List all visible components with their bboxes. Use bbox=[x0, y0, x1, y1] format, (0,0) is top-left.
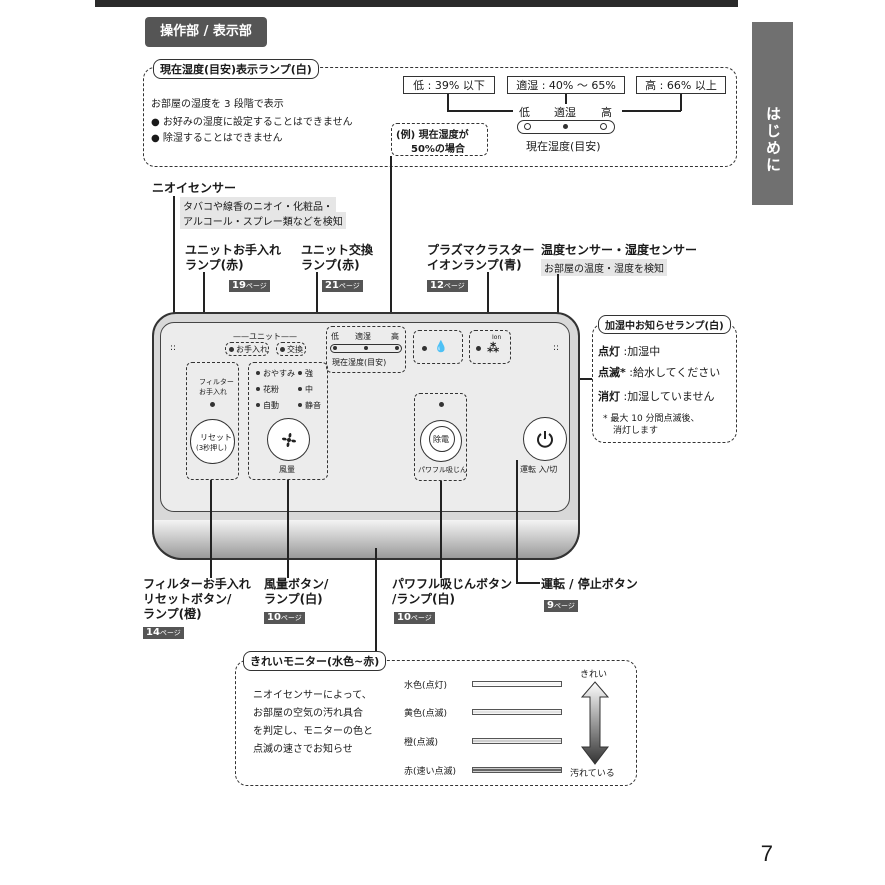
monitor-row-3: 橙(点滅) bbox=[404, 738, 439, 748]
example-line-1: (例) 現在湿度が bbox=[396, 130, 469, 141]
humidify-lamp: 💧 bbox=[413, 330, 463, 364]
plasma-label-1: プラズマクラスター bbox=[427, 243, 535, 257]
odor-desc-1: タバコや線香のニオイ・化粧品・ bbox=[180, 197, 336, 214]
section-title: 操作部 / 表示部 bbox=[145, 17, 267, 47]
monitor-bar-4 bbox=[472, 767, 562, 773]
monitor-box bbox=[235, 660, 637, 786]
monitor-desc-4: 点滅の速さでお知らせ bbox=[253, 744, 353, 755]
dirty-label: 汚れている bbox=[570, 769, 615, 779]
monitor-title: きれいモニター(水色~赤) bbox=[243, 651, 387, 671]
page-number: 7 bbox=[760, 841, 773, 866]
unit-replace-label-1: ユニット交換 bbox=[301, 243, 374, 257]
high-range-box: 高 : 66% 以上 bbox=[636, 76, 726, 94]
powerful-suction-button[interactable]: 除電 bbox=[420, 420, 462, 462]
powerful-label-1: パワフル吸じんボタン bbox=[392, 577, 513, 591]
monitor-row-1: 水色(点灯) bbox=[404, 681, 448, 691]
fan-label-1: 風量ボタン/ bbox=[264, 577, 329, 591]
humidity-lamp-box bbox=[143, 67, 737, 167]
up-down-arrow-icon bbox=[580, 681, 610, 765]
chapter-tab: はじめに bbox=[752, 22, 793, 205]
odor-sensor-mark: :: bbox=[170, 343, 177, 353]
fan-speed-group: おやすみ 強 花粉 中 自動 静音 風量 bbox=[248, 362, 328, 480]
humidity-lamp-title: 現在湿度(目安)表示ランプ(白) bbox=[153, 59, 319, 79]
unit-header: ——ユニット—— bbox=[233, 332, 297, 341]
ion-icon: ⁂ bbox=[487, 341, 500, 355]
example-box bbox=[391, 123, 488, 156]
monitor-desc-3: を判定し、モニターの色と bbox=[253, 726, 373, 737]
monitor-bar-2 bbox=[472, 709, 562, 715]
unit-care-label-1: ユニットお手入れ bbox=[185, 243, 282, 257]
top-rule bbox=[95, 0, 738, 7]
odor-sensor-label: ニオイセンサー bbox=[152, 181, 237, 195]
humidify-note-1: * 最大 10 分間点滅後、 bbox=[603, 414, 700, 424]
filter-label-2: リセットボタン/ bbox=[143, 592, 232, 606]
filter-label-3: ランプ(橙) bbox=[143, 607, 202, 621]
power-button[interactable] bbox=[523, 417, 567, 461]
humidity-lamp-row bbox=[517, 120, 615, 134]
panel-humidity-lamps: 低 適湿 高 現在湿度(目安) bbox=[326, 326, 406, 373]
unit-replace-lamp: 交換 bbox=[276, 342, 306, 356]
monitor-bar-1 bbox=[472, 681, 562, 687]
humidify-blink: 点滅* :給水してください bbox=[598, 366, 721, 379]
fan-speed-button[interactable] bbox=[267, 418, 310, 461]
static-remove-icon bbox=[429, 426, 455, 452]
monitor-desc-1: ニオイセンサーによって、 bbox=[253, 690, 372, 701]
powerful-page-ref: 10ページ bbox=[394, 605, 435, 624]
filter-page-ref: 14ページ bbox=[143, 620, 184, 639]
fan-page-ref: 10ページ bbox=[264, 605, 305, 624]
plasma-label-2: イオンランプ(青) bbox=[427, 258, 522, 272]
odor-desc-2: アルコール・スプレー類などを検知 bbox=[180, 212, 346, 229]
filter-label-1: フィルターお手入れ bbox=[143, 577, 251, 591]
plasma-page-ref: 12ページ bbox=[427, 273, 468, 292]
humidity-bullet-1: ● お好みの湿度に設定することはできません bbox=[151, 117, 353, 128]
fan-label-2: ランプ(白) bbox=[264, 592, 323, 606]
water-drops-icon: 💧 bbox=[434, 340, 448, 353]
clean-label: きれい bbox=[580, 670, 608, 680]
fan-icon bbox=[281, 432, 297, 448]
humidity-desc: お部屋の湿度を 3 段階で表示 bbox=[151, 99, 284, 110]
humidify-off: 消灯 :加湿していません bbox=[598, 390, 715, 403]
unit-care-lamp: お手入れ bbox=[225, 342, 269, 356]
run-page-ref: 9ページ bbox=[544, 593, 578, 612]
monitor-row-2: 黄色(点滅) bbox=[404, 709, 448, 719]
lamp-low bbox=[524, 123, 531, 130]
monitor-row-4: 赤(速い点滅) bbox=[404, 767, 457, 777]
temp-sensor-desc: お部屋の温度・湿度を検知 bbox=[541, 259, 667, 276]
humidify-on: 点灯 :加湿中 bbox=[598, 345, 661, 358]
unit-care-label-2: ランプ(赤) bbox=[185, 258, 244, 272]
lamp-mid-lit bbox=[563, 124, 568, 129]
plasma-lamp: Ion ⁂ bbox=[469, 330, 511, 364]
power-caption: 運転 入/切 bbox=[520, 465, 558, 474]
filter-reset-button[interactable]: リセット (3秒押し) bbox=[190, 419, 235, 464]
low-range-box: 低 : 39% 以下 bbox=[403, 76, 495, 94]
run-label: 運転 / 停止ボタン bbox=[541, 577, 638, 591]
example-line-2: 50%の場合 bbox=[411, 144, 465, 155]
temp-sensor-mark: :: bbox=[553, 343, 560, 353]
power-icon bbox=[537, 431, 553, 448]
filter-reset-group: フィルター お手入れ bbox=[186, 362, 239, 480]
monitor-bar-3 bbox=[472, 738, 562, 744]
unit-replace-page-ref: 21ページ bbox=[322, 273, 363, 292]
unit-replace-label-2: ランプ(赤) bbox=[301, 258, 360, 272]
powerful-label-2: /ランプ(白) bbox=[392, 592, 455, 606]
humidity-caption: 現在湿度(目安) bbox=[526, 140, 601, 153]
scale-mid: 適湿 bbox=[554, 106, 576, 119]
unit-care-page-ref: 19ページ bbox=[229, 273, 270, 292]
powerful-group: パワフル吸じん bbox=[414, 393, 467, 481]
humidify-lamp-title: 加湿中お知らせランプ(白) bbox=[598, 315, 731, 334]
scale-high: 高 bbox=[601, 106, 612, 119]
humidify-note-2: 消灯します bbox=[613, 426, 659, 436]
scale-low: 低 bbox=[519, 106, 530, 119]
lamp-high bbox=[600, 123, 607, 130]
monitor-desc-2: お部屋の空気の汚れ具合 bbox=[253, 708, 363, 719]
temp-sensor-label: 温度センサー・湿度センサー bbox=[541, 243, 698, 257]
mid-range-box: 適湿 : 40% ～ 65% bbox=[507, 76, 625, 94]
humidity-bullet-2: ● 除湿することはできません bbox=[151, 133, 283, 144]
